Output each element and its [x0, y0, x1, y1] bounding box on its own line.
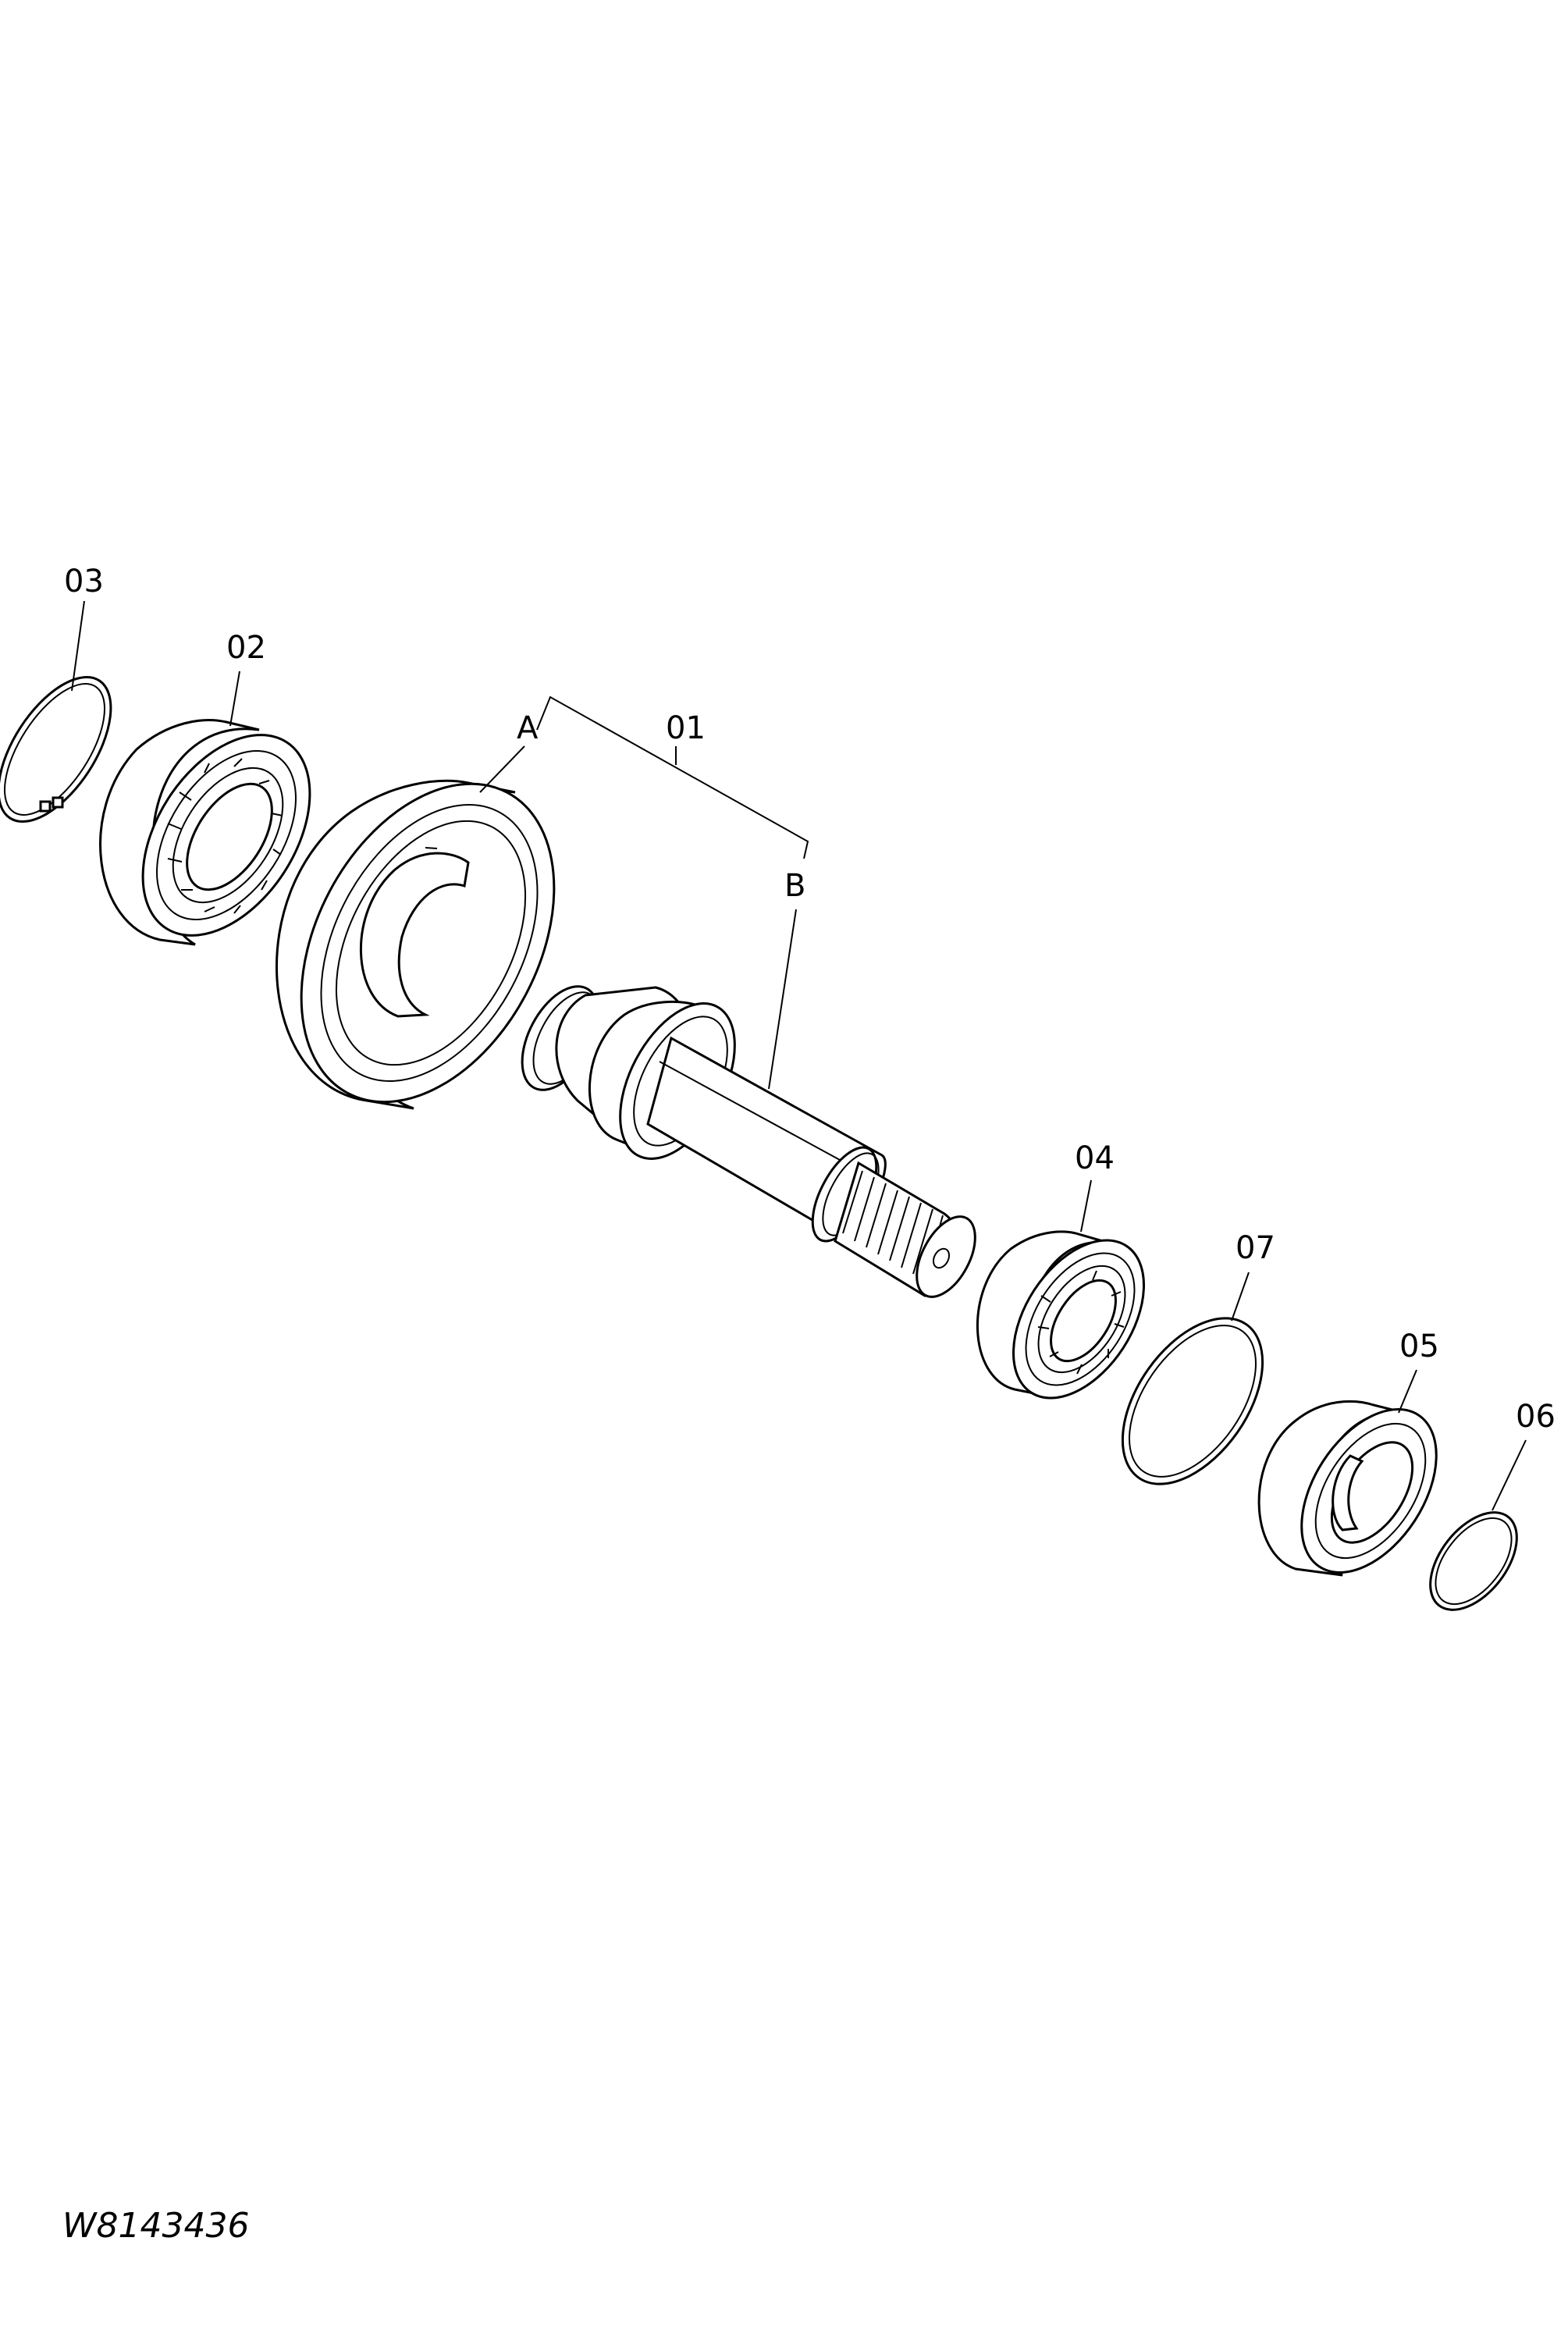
leader-lines — [71, 600, 1527, 1511]
label-part-03: 03 — [64, 564, 104, 599]
label-part-06: 06 — [1516, 1399, 1556, 1435]
part-06-snap-ring — [1429, 1511, 1518, 1611]
part-05-ball-bearing — [1257, 1400, 1438, 1577]
label-part-05: 05 — [1399, 1329, 1439, 1364]
label-b: B — [784, 868, 805, 904]
part-07-ring — [1121, 1317, 1264, 1485]
part-03-snap-ring — [0, 675, 112, 824]
label-part-04: 04 — [1075, 1140, 1115, 1176]
part-02-roller-bearing — [99, 719, 311, 946]
part-04-ball-bearing — [976, 1230, 1146, 1400]
drawing-number: W8143436 — [62, 2206, 249, 2246]
part-01a-bearing-ring — [275, 779, 556, 1110]
label-part-07: 07 — [1236, 1230, 1275, 1266]
label-part-02: 02 — [226, 630, 266, 666]
part-01b-shaft — [521, 985, 976, 1298]
label-a: A — [517, 710, 539, 746]
label-part-01: 01 — [666, 710, 706, 746]
